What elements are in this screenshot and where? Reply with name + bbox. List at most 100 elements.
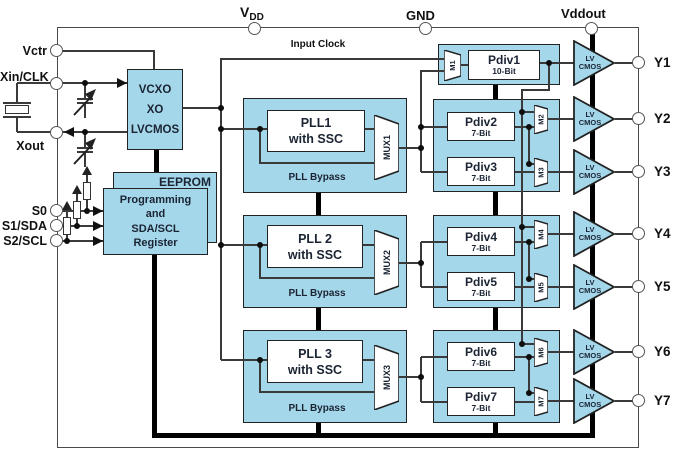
xout-pin <box>50 126 63 139</box>
buffer-label: CMOS <box>578 351 602 360</box>
bus-wire <box>493 192 498 215</box>
vddout-pin <box>585 22 598 35</box>
wire <box>529 163 535 165</box>
wire <box>86 199 88 211</box>
mux3: MUX3 <box>374 345 399 410</box>
s0-pin <box>50 204 63 217</box>
wire <box>16 83 18 103</box>
pdiv7-label: Pdiv7 <box>464 389 497 404</box>
junction-dot <box>418 374 424 380</box>
s2-pin <box>50 234 63 247</box>
pll1-bypass-label: PLL Bypass <box>288 172 346 183</box>
arrow-right-icon <box>93 206 103 216</box>
bus-wire <box>493 85 498 99</box>
bus-wire <box>316 423 321 433</box>
m4-mux: M4 <box>534 220 548 249</box>
m5-label: M5 <box>536 282 546 293</box>
y6-label: Y6 <box>654 344 671 359</box>
pdiv4-label: Pdiv4 <box>464 229 497 244</box>
pdiv7-bits: 7-Bit <box>471 402 491 413</box>
junction-dot <box>257 357 263 363</box>
wire <box>259 129 261 164</box>
wire <box>528 127 530 165</box>
wire <box>421 241 448 243</box>
wire <box>461 64 469 66</box>
wire <box>615 62 635 64</box>
wire <box>84 152 86 167</box>
pll3-bypass-label: PLL Bypass <box>288 403 346 414</box>
register-block: Programming and SDA/SCL Register <box>103 188 208 255</box>
vctr-label: Vctr <box>22 44 47 58</box>
m3-label: M3 <box>536 167 546 178</box>
y2-label: Y2 <box>654 111 671 126</box>
pll2-subtitle: with SSC <box>287 247 343 262</box>
wire <box>76 193 78 201</box>
wire <box>515 171 535 173</box>
m7-mux: M7 <box>534 387 548 416</box>
pll2-core: PLL 2 with SSC <box>267 225 363 268</box>
y3-label: Y3 <box>654 164 671 179</box>
wire <box>399 262 422 264</box>
vcxo-label-2: XO <box>146 103 164 116</box>
wire <box>221 58 444 60</box>
arrow-right-icon <box>117 78 127 88</box>
wire <box>421 401 448 403</box>
wire <box>66 234 68 241</box>
junction-dot <box>526 276 532 282</box>
m5-mux: M5 <box>534 273 548 302</box>
crystal <box>5 105 29 114</box>
wire <box>57 50 155 52</box>
junction-dot <box>526 354 532 360</box>
arrow-up-icon <box>62 201 72 210</box>
gnd-pin <box>419 22 432 35</box>
buffer-label: CMOS <box>578 400 602 409</box>
wire <box>529 278 535 280</box>
wire <box>84 132 86 148</box>
vddout-label: Vddout <box>561 6 606 21</box>
arrow-right-icon <box>93 221 103 231</box>
buffer-label: CMOS <box>578 118 602 127</box>
bus-wire <box>493 423 498 433</box>
vdd-label: VDD <box>240 4 264 23</box>
wire <box>548 63 550 90</box>
arrow-right-icon <box>93 236 103 246</box>
wire <box>528 357 530 394</box>
register-label-4: Register <box>133 237 178 249</box>
crystal-plate <box>3 116 31 118</box>
wire <box>615 286 635 288</box>
wire <box>221 244 267 246</box>
junction-dot <box>418 145 424 151</box>
arrow-up-icon <box>82 166 92 175</box>
buffer-label: LV <box>585 109 595 119</box>
wire <box>259 391 375 393</box>
pll2-title: PLL 2 <box>298 231 332 246</box>
junction-dot <box>526 124 532 130</box>
pdiv6-label: Pdiv6 <box>464 344 497 359</box>
wire <box>522 343 535 345</box>
wire <box>220 58 222 360</box>
wire <box>615 171 635 173</box>
varactor-arrow-icon <box>73 138 96 165</box>
s2-label: S2/SCL <box>3 234 47 248</box>
wire <box>515 401 535 403</box>
pdiv2-label: Pdiv2 <box>464 114 497 129</box>
wire <box>363 244 375 246</box>
junction-dot <box>519 109 525 115</box>
junction-dot <box>82 80 88 86</box>
junction-dot <box>218 242 224 248</box>
register-label-1: Programming <box>119 193 192 206</box>
wire <box>540 62 577 64</box>
wire <box>259 245 261 279</box>
wire <box>529 392 535 394</box>
wire <box>548 233 575 235</box>
junction-dot <box>526 239 532 245</box>
wire <box>17 82 127 84</box>
bus-wire <box>152 433 595 438</box>
wire <box>76 218 78 226</box>
